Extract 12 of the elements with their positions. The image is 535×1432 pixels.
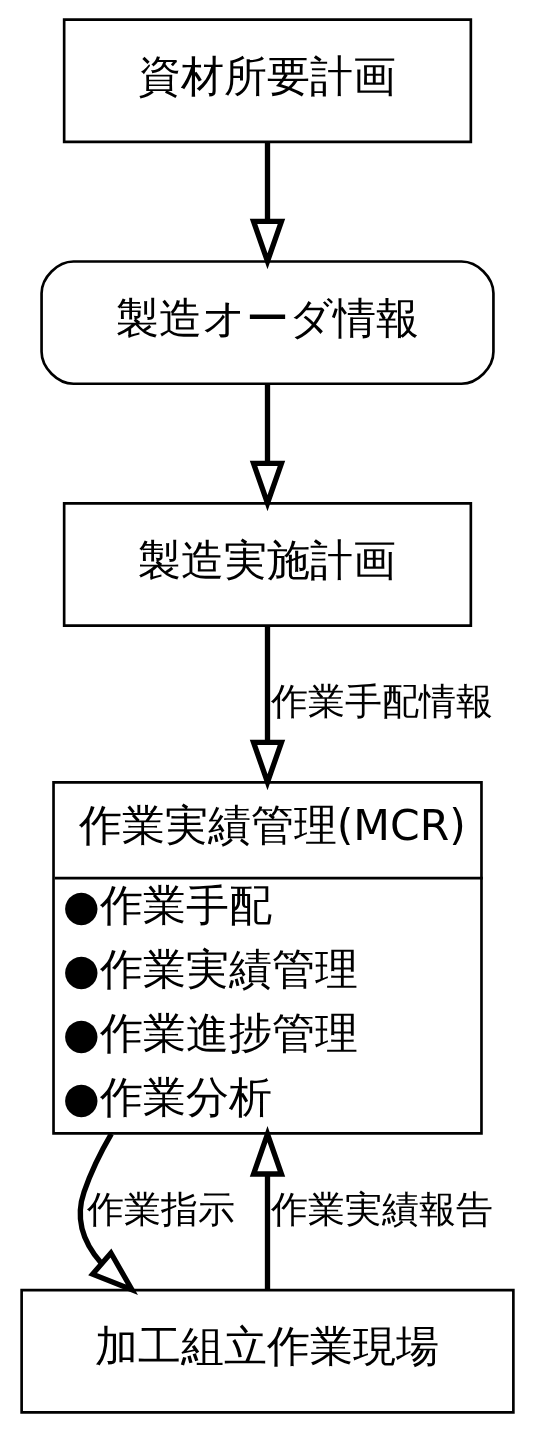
node-box: 加工組立作業現場 [20,1288,515,1414]
node-box: 資材所要計画 [62,18,473,144]
edge-label: 作業指示 [87,1186,236,1231]
arrow [249,383,286,512]
arrow [249,626,286,791]
node-box: 製造オーダ情報 [40,260,495,386]
arrow [249,141,286,270]
arrow [77,1132,138,1295]
arrow [249,1126,286,1290]
edge-label: 作業手配情報 [270,678,493,723]
edge-label: 作業実績報告 [270,1186,493,1231]
node-box: 製造実施計画 [62,502,473,627]
